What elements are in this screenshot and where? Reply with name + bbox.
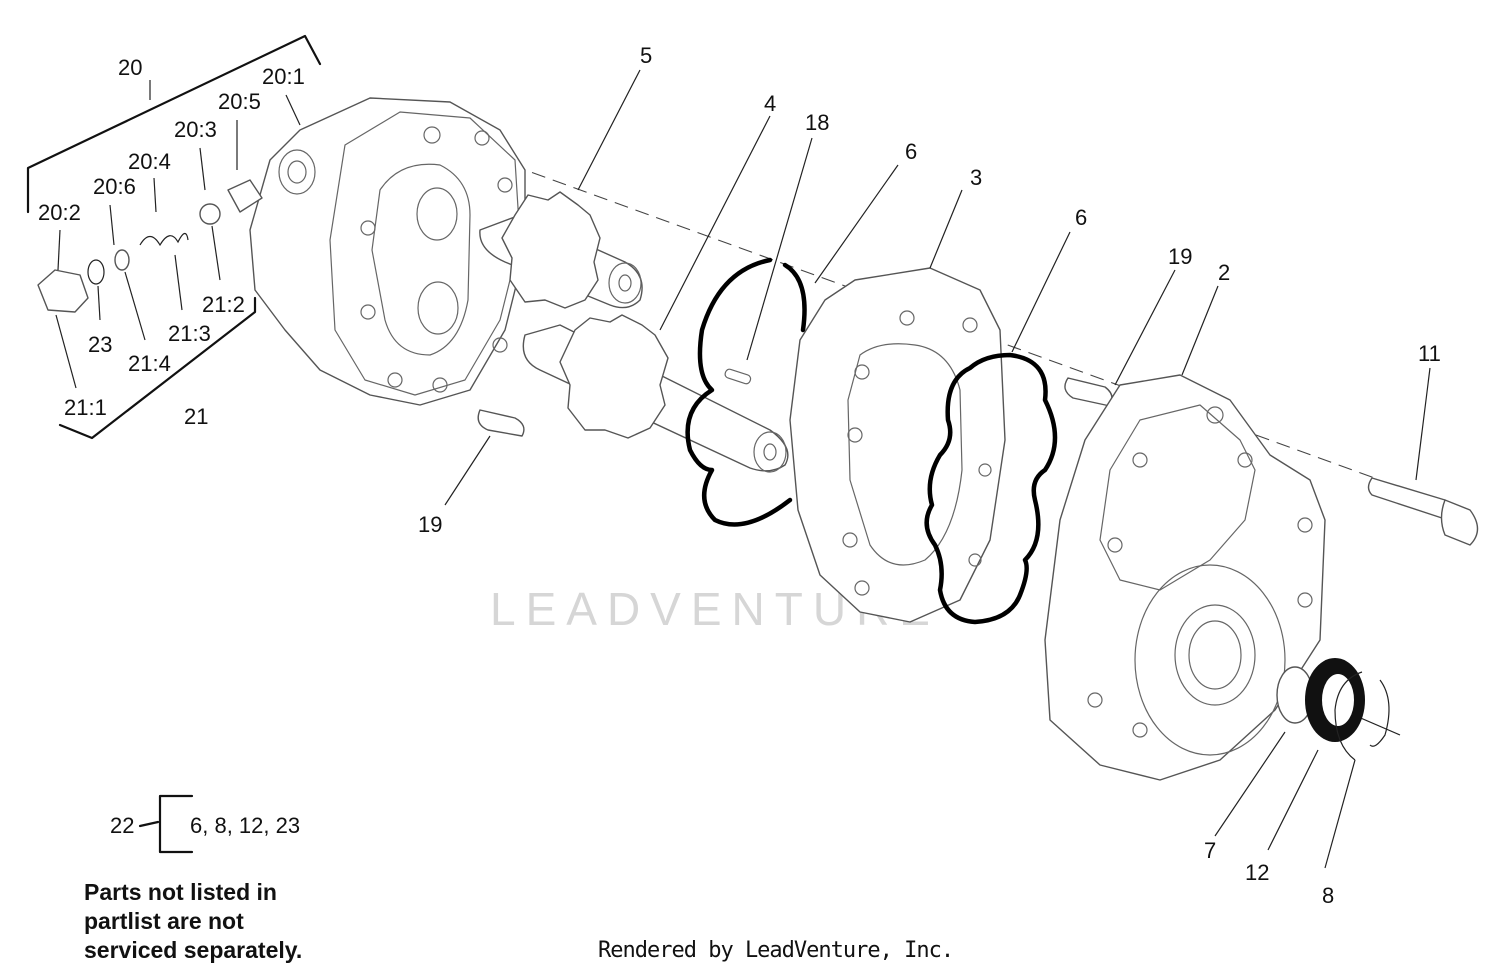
dowel-pin-lower <box>477 409 525 437</box>
bracket-20 <box>26 34 322 214</box>
kit-number: 22 <box>110 813 134 838</box>
callout-20-2: 20:2 <box>38 200 81 225</box>
callout-19-upper: 19 <box>1168 244 1192 269</box>
callout-21-1: 21:1 <box>64 395 107 420</box>
kit-contents: 6, 8, 12, 23 <box>190 813 300 838</box>
upper-gear-shaft <box>479 191 643 309</box>
capscrew <box>1367 477 1449 521</box>
callout-12: 12 <box>1245 860 1269 885</box>
callout-21-4: 21:4 <box>128 351 171 376</box>
callout-3: 3 <box>970 165 982 190</box>
dowel-pin-upper <box>1064 377 1113 407</box>
service-note-line-2: partlist are not <box>84 908 244 934</box>
gear-body-plate <box>789 267 1006 623</box>
service-note: Parts not listed in partlist are not ser… <box>84 878 404 965</box>
o-ring-seal-right <box>924 352 1058 625</box>
lower-gear-shaft <box>522 314 789 473</box>
snap-ring <box>1334 671 1390 761</box>
rear-cover-housing <box>249 97 526 406</box>
callout-6-left: 6 <box>905 139 917 164</box>
callout-18: 18 <box>805 110 829 135</box>
callout-7: 7 <box>1204 838 1216 863</box>
callout-6-right: 6 <box>1075 205 1087 230</box>
kit-bracket <box>138 794 194 854</box>
callout-11: 11 <box>1418 341 1441 366</box>
callout-2: 2 <box>1218 260 1230 285</box>
assembly-axis-line <box>469 149 1381 481</box>
callout-23: 23 <box>88 332 112 357</box>
callout-19-lower: 19 <box>418 512 442 537</box>
callout-20-1: 20:1 <box>262 64 305 89</box>
bracket-21 <box>58 296 257 440</box>
callout-20-5: 20:5 <box>218 89 261 114</box>
callout-20-3: 20:3 <box>174 117 217 142</box>
o-ring-seal-left <box>685 257 807 527</box>
callout-5: 5 <box>640 43 652 68</box>
callout-20-4: 20:4 <box>128 149 171 174</box>
callout-8: 8 <box>1322 883 1334 908</box>
callout-21-3: 21:3 <box>168 321 211 346</box>
render-credit: Rendered by LeadVenture, Inc. <box>598 938 954 963</box>
callout-20: 20 <box>118 55 142 80</box>
relief-valve-parts <box>37 179 263 313</box>
callout-20-6: 20:6 <box>93 174 136 199</box>
callout-21-2: 21:2 <box>202 292 245 317</box>
service-note-line-1: Parts not listed in <box>84 879 277 905</box>
front-cover-housing <box>1044 374 1326 781</box>
service-note-line-3: serviced separately. <box>84 937 303 963</box>
leader-lines <box>55 69 1431 869</box>
callout-21: 21 <box>184 404 208 429</box>
callout-4: 4 <box>764 91 776 116</box>
